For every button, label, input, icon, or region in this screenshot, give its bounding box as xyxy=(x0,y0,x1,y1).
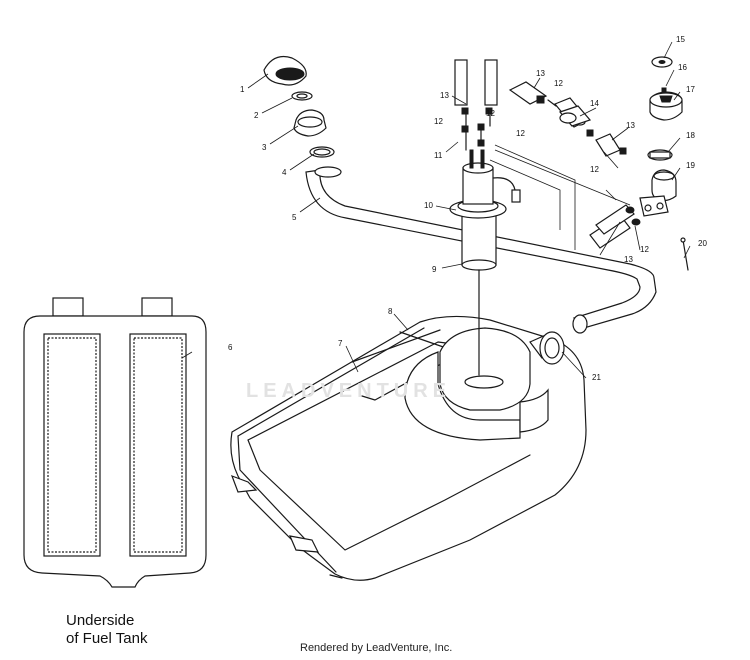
callout-2: 2 xyxy=(254,111,259,120)
callout-17: 17 xyxy=(686,85,695,94)
callout-15: 15 xyxy=(676,35,685,44)
callout-12f: 12 xyxy=(486,109,495,118)
callout-18: 18 xyxy=(686,131,695,140)
callout-14: 14 xyxy=(590,99,599,108)
vent-assembly xyxy=(639,56,689,271)
callout-7: 7 xyxy=(338,339,343,348)
underside-caption: Underside of Fuel Tank xyxy=(66,612,147,648)
caption-line-2: of Fuel Tank xyxy=(66,630,148,647)
leader-lines xyxy=(181,41,691,379)
callout-8: 8 xyxy=(388,307,393,316)
callout-labels: 1 2 3 4 5 6 7 8 9 10 11 12 12 12 12 12 1… xyxy=(228,35,707,382)
callout-13a: 13 xyxy=(440,91,449,100)
filler-neck-21 xyxy=(529,331,565,365)
callout-16: 16 xyxy=(678,63,687,72)
callout-19: 19 xyxy=(686,161,695,170)
fuel-tank-drawing xyxy=(230,315,587,581)
fuel-pump-assembly xyxy=(449,149,521,376)
callout-6: 6 xyxy=(228,343,233,352)
callout-13d: 13 xyxy=(624,255,633,264)
callout-10: 10 xyxy=(424,201,433,210)
callout-1: 1 xyxy=(240,85,245,94)
caption-line-1: Underside xyxy=(66,612,135,629)
callout-5: 5 xyxy=(292,213,297,222)
callout-21: 21 xyxy=(592,373,601,382)
callout-9: 9 xyxy=(432,265,437,274)
callout-13b: 13 xyxy=(536,69,545,78)
callout-12e: 12 xyxy=(640,245,649,254)
callout-13c: 13 xyxy=(626,121,635,130)
callout-4: 4 xyxy=(282,168,287,177)
footer-credit: Rendered by LeadVenture, Inc. xyxy=(300,642,453,654)
callout-20: 20 xyxy=(698,239,707,248)
tank-underside-drawing xyxy=(23,297,207,588)
callout-11: 11 xyxy=(434,151,443,160)
callout-3: 3 xyxy=(262,143,267,152)
callout-12b: 12 xyxy=(516,129,525,138)
filler-tube-drawing xyxy=(305,166,657,334)
callout-12d: 12 xyxy=(590,165,599,174)
callout-12c: 12 xyxy=(554,79,563,88)
fuel-cap-assembly xyxy=(263,55,335,158)
watermark-text: LEADVENTURE xyxy=(246,380,452,402)
fuel-filter-14 xyxy=(558,105,592,127)
callout-12a: 12 xyxy=(434,117,443,126)
